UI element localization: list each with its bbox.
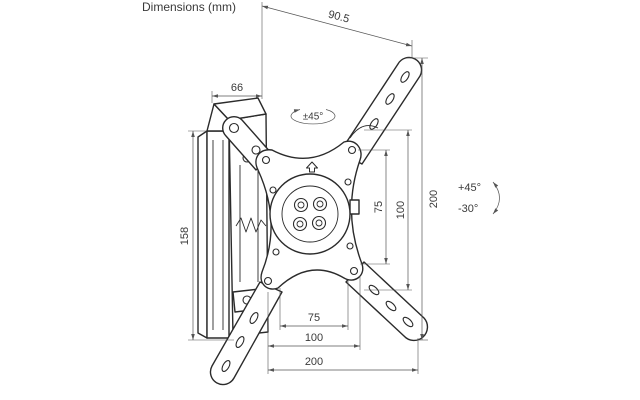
arm-bottom-right <box>345 261 429 342</box>
dimension-bottom-inner-holes: 75 <box>280 312 348 328</box>
vesa-hole-100 <box>349 266 359 276</box>
extension-lines <box>188 2 428 374</box>
arm-slot <box>385 93 395 105</box>
vesa-hole-100 <box>261 155 271 165</box>
diagram-title: Dimensions (mm) <box>142 0 236 14</box>
arm-bottom-left-body <box>209 281 283 386</box>
dimension-line <box>261 5 413 47</box>
arm-hole <box>228 122 240 134</box>
hub-bolt <box>311 215 327 231</box>
hub-bolt <box>293 197 309 213</box>
tilt-up-label: +45° <box>458 182 481 194</box>
hub-bolt-center <box>296 220 304 228</box>
vesa-hole-100 <box>347 145 357 155</box>
dimension-right-outer-holes: 100 <box>395 130 410 290</box>
vesa-hole-75 <box>272 248 280 256</box>
hub-bolt-center <box>315 219 323 227</box>
swivel-arm-top-cap <box>213 97 267 121</box>
arm-bottom-left <box>209 281 283 386</box>
swivel-angle-label: ±45° <box>303 112 324 123</box>
hub-bolt-center <box>316 200 324 208</box>
dimension-label-top-angled: 90.5 <box>327 9 351 26</box>
wall-plate-front <box>206 130 230 339</box>
hub-inner-ring <box>281 185 339 243</box>
dimension-left-wall-plate: 158 <box>179 131 195 340</box>
arm-tab <box>349 125 379 139</box>
vesa-hole-75 <box>269 186 277 194</box>
vesa-hole-75 <box>344 178 352 186</box>
arm-slot <box>369 118 379 130</box>
elliptical-arrow-icon <box>290 109 336 125</box>
dimension-label-right-outer-holes: 100 <box>395 201 407 219</box>
wall-plate <box>197 130 230 339</box>
hub-bolt <box>292 216 308 232</box>
dimension-top-angled: 90.5 <box>261 5 413 47</box>
dimension-label-left-wall-plate: 158 <box>179 227 191 245</box>
dimension-label-top-bracket: 66 <box>231 82 243 94</box>
wall-plate-side <box>197 130 208 339</box>
vesa-hole-100 <box>263 276 273 286</box>
hub-bolt <box>312 196 328 212</box>
up-arrow-icon <box>306 161 318 173</box>
tilt-down-label: -30° <box>458 203 478 215</box>
swivel-arm-spring <box>235 217 267 233</box>
dimension-right-inner-holes: 75 <box>373 150 388 264</box>
arm-top-right-body <box>339 56 423 165</box>
vesa-hole-75 <box>346 242 354 250</box>
arm-slot <box>385 300 397 312</box>
hub-bolt-center <box>297 201 305 209</box>
dimension-bottom-outer-holes: 100 <box>268 332 360 348</box>
arm-slot <box>400 71 410 83</box>
arm-slot <box>402 316 414 328</box>
tilt-indicator: +45° -30° <box>458 181 500 215</box>
dimension-label-right-overall: 200 <box>428 190 440 208</box>
dimension-right-overall: 200 <box>420 58 440 340</box>
arm-slot <box>221 360 231 372</box>
arm-slot <box>235 336 245 348</box>
arm-top-right <box>339 56 423 165</box>
dimension-label-right-inner-holes: 75 <box>373 201 385 213</box>
swivel-indicator: ±45° <box>290 109 336 125</box>
curved-double-arrow-icon <box>492 181 500 215</box>
dimension-bottom-overall: 200 <box>268 356 418 372</box>
tilt-knob <box>349 199 360 215</box>
dimension-label-bottom-inner-holes: 75 <box>308 312 320 324</box>
arm-slot <box>249 312 259 324</box>
dimension-top-bracket: 66 <box>212 82 262 98</box>
dimension-label-bottom-outer-holes: 100 <box>305 332 323 344</box>
dimension-label-bottom-overall: 200 <box>305 356 323 368</box>
arm-hole <box>251 145 261 155</box>
center-hub <box>269 173 351 255</box>
